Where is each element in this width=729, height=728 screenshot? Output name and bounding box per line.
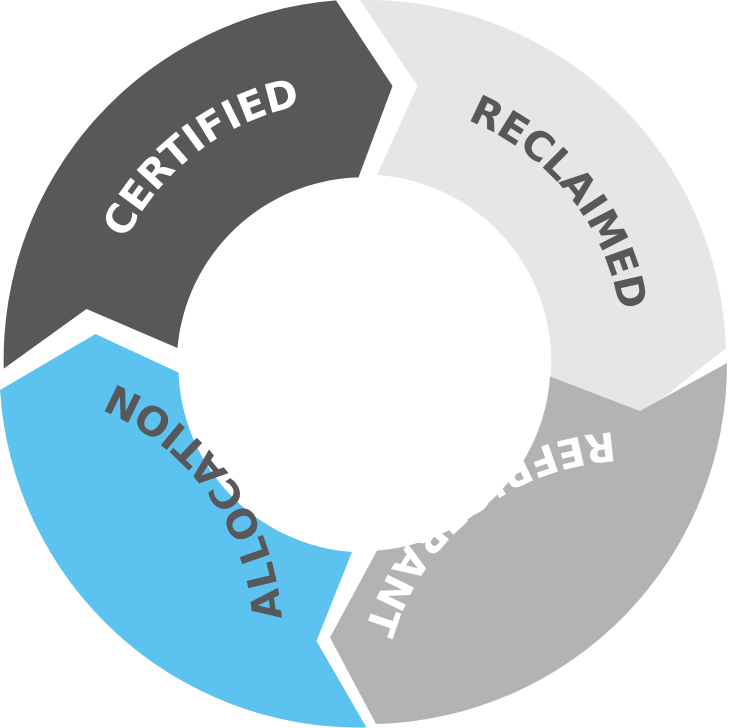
- segment-allocation: ALLOCATION: [0, 334, 367, 728]
- segment-refrigerant: REFRIGERANT: [330, 363, 728, 724]
- segment-refrigerant-shape: [330, 363, 728, 724]
- segment-reclaimed-shape: [360, 0, 726, 416]
- segment-reclaimed: RECLAIMED: [360, 0, 726, 416]
- segment-certified-shape: [3, 0, 393, 369]
- segment-allocation-shape: [0, 334, 367, 728]
- segment-certified: CERTIFIED: [3, 0, 393, 369]
